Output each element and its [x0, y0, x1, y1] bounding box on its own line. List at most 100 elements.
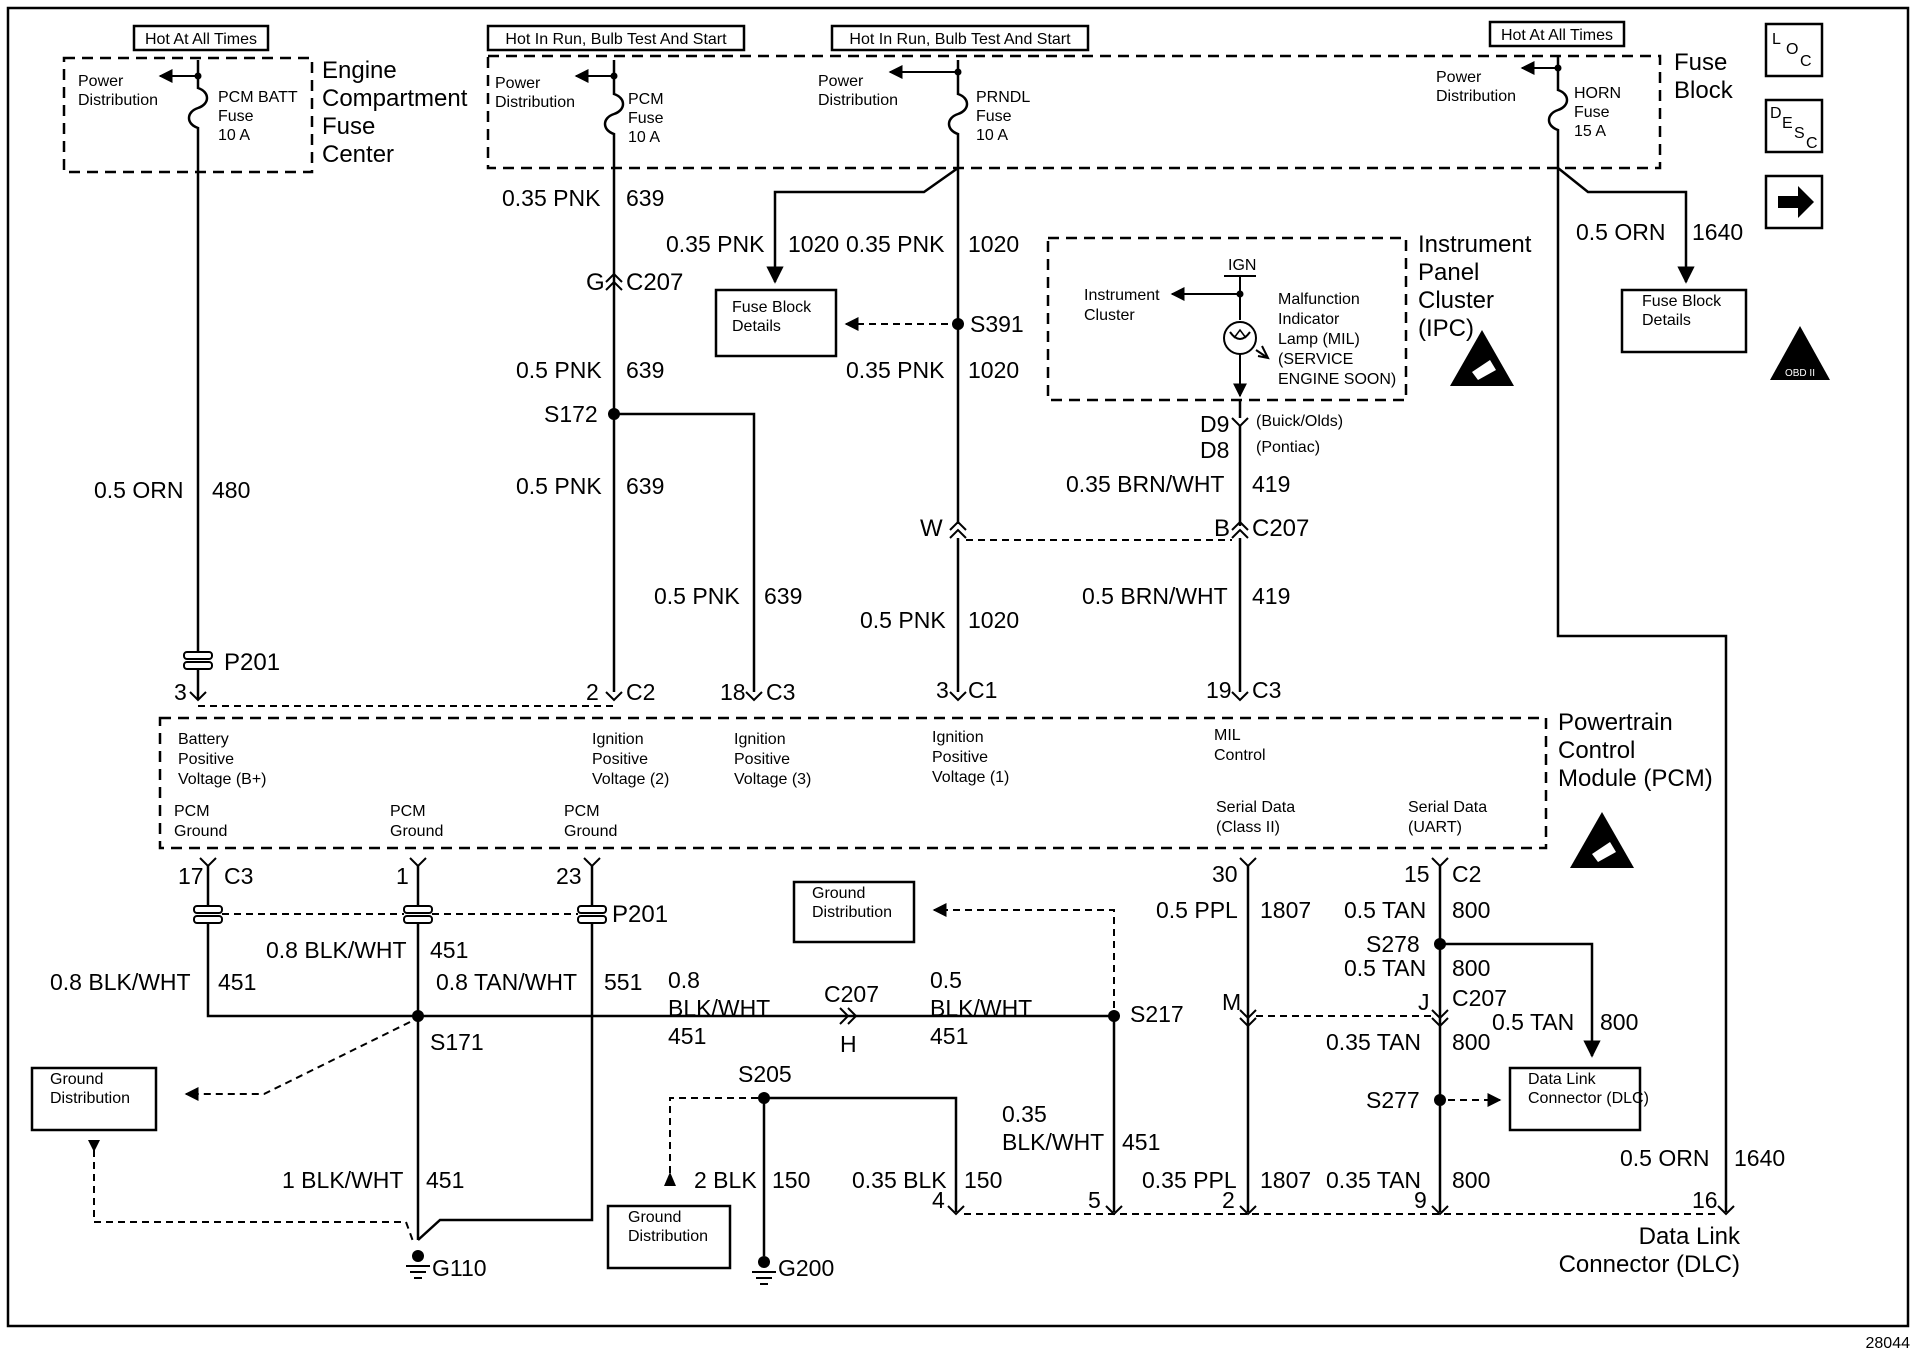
- wire-number: 480: [212, 477, 250, 503]
- blk-451-c207-right-label: 0.5 BLK/WHT 451: [930, 967, 1032, 1049]
- svg-text:3: 3: [936, 677, 949, 703]
- engine-fuse-center-title: Engine Compartment Fuse Center: [322, 57, 468, 168]
- svg-text:G200: G200: [778, 1255, 834, 1281]
- svg-text:Hot At All Times: Hot At All Times: [145, 31, 257, 48]
- svg-text:Battery: Battery: [178, 731, 229, 748]
- svg-text:0.5: 0.5: [930, 967, 962, 993]
- svg-text:Connector (DLC): Connector (DLC): [1559, 1251, 1740, 1278]
- wire-label: 0.5 TAN: [1344, 955, 1426, 981]
- wire-label: 0.5 PNK: [860, 607, 946, 633]
- wire-number: 639: [626, 473, 664, 499]
- horn-fuse-label: HORN Fuse 15 A: [1574, 85, 1621, 140]
- svg-text:OBD II: OBD II: [1785, 368, 1815, 379]
- svg-text:Indicator: Indicator: [1278, 311, 1340, 328]
- ground-distribution-box-left[interactable]: Ground Distribution: [30, 1066, 158, 1132]
- svg-text:Module (PCM): Module (PCM): [1558, 765, 1713, 792]
- svg-text:PCM: PCM: [174, 803, 210, 820]
- dlc-box[interactable]: Data Link Connector (DLC): [1508, 1066, 1649, 1132]
- g110-ground-icon: G110: [406, 1250, 487, 1281]
- splice-label: S205: [738, 1061, 792, 1087]
- svg-text:Control: Control: [1558, 737, 1635, 764]
- power-distribution-label-3: Power Distribution: [818, 73, 898, 109]
- svg-text:PCM: PCM: [564, 803, 600, 820]
- svg-text:Cluster: Cluster: [1418, 287, 1494, 314]
- power-distribution-label-1: Power Distribution: [78, 73, 158, 109]
- instrument-cluster-label: Instrument Cluster: [1084, 287, 1160, 324]
- fuse-block-details-box-left[interactable]: Fuse Block Details: [714, 288, 838, 358]
- svg-text:(UART): (UART): [1408, 819, 1462, 836]
- svg-text:Details: Details: [1642, 312, 1691, 329]
- svg-text:P201: P201: [612, 901, 668, 928]
- svg-text:Positive: Positive: [932, 749, 988, 766]
- svg-text:S: S: [1794, 125, 1805, 142]
- svg-text:15: 15: [1404, 861, 1430, 887]
- svg-text:2: 2: [586, 679, 599, 705]
- blk-451-c207-left-label: 0.8 BLK/WHT 451: [668, 967, 770, 1049]
- ground-distribution-box-bottom[interactable]: Ground Distribution: [606, 1204, 732, 1270]
- svg-text:451: 451: [930, 1023, 968, 1049]
- svg-text:Data Link: Data Link: [1528, 1071, 1597, 1088]
- svg-text:BLK/WHT: BLK/WHT: [930, 995, 1032, 1021]
- svg-text:(SERVICE: (SERVICE: [1278, 351, 1353, 368]
- tan-551-wire: [417, 866, 594, 1241]
- svg-text:Ground: Ground: [564, 823, 617, 840]
- fuse-block-details-box-right[interactable]: Fuse Block Details: [1620, 288, 1748, 354]
- svg-text:Hot In Run, Bulb Test And Star: Hot In Run, Bulb Test And Start: [505, 31, 727, 48]
- wire-number: 451: [218, 969, 256, 995]
- c207-connector-h: C207 H: [824, 981, 879, 1057]
- svg-text:Ground: Ground: [628, 1209, 681, 1226]
- mil-label: Malfunction Indicator Lamp (MIL) (SERVIC…: [1278, 291, 1396, 388]
- power-distribution-label-2: Power Distribution: [495, 75, 575, 111]
- svg-text:Fuse: Fuse: [1574, 104, 1610, 121]
- wire-number: 1020: [968, 231, 1019, 257]
- svg-text:C: C: [1800, 53, 1812, 70]
- blk-451-wire-17: [206, 866, 418, 1018]
- wire-number: 1020: [788, 231, 839, 257]
- ipc-title: Instrument Panel Cluster (IPC): [1418, 231, 1532, 342]
- pcm-title: Powertrain Control Module (PCM): [1558, 709, 1713, 792]
- pnk-639-wire: [603, 60, 625, 692]
- svg-text:M: M: [1222, 989, 1241, 1015]
- svg-text:C3: C3: [224, 863, 253, 889]
- wire-label: 0.8 BLK/WHT: [50, 969, 191, 995]
- c207-connector-w: W: [920, 515, 967, 542]
- wire-number: 150: [964, 1167, 1002, 1193]
- wire-label: 0.5 TAN: [1344, 897, 1426, 923]
- location-nav-icon[interactable]: L O C: [1764, 22, 1824, 78]
- pcm-pin-labels: Battery Positive Voltage (B+) Ignition P…: [174, 727, 1487, 840]
- svg-text:BLK/WHT: BLK/WHT: [1002, 1129, 1104, 1155]
- svg-text:MIL: MIL: [1214, 727, 1241, 744]
- ign-label: IGN: [1228, 257, 1256, 274]
- wire-label: 0.35 PPL: [1142, 1167, 1237, 1193]
- svg-text:G110: G110: [432, 1255, 487, 1281]
- svg-text:J: J: [1418, 989, 1430, 1015]
- orn-1640-wire: [1547, 56, 1728, 1212]
- connector-label: D8: [1200, 437, 1229, 463]
- svg-text:Cluster: Cluster: [1084, 307, 1135, 324]
- splice-label: S217: [1130, 1001, 1184, 1027]
- pcm-top-pins: 3 2 C2 18 C3 3 C1 19 C3: [174, 677, 1281, 705]
- svg-text:G: G: [586, 269, 605, 296]
- svg-text:Distribution: Distribution: [495, 94, 575, 111]
- svg-text:Engine: Engine: [322, 57, 397, 84]
- svg-text:18: 18: [720, 679, 746, 705]
- wire-label: 0.35 TAN: [1326, 1167, 1421, 1193]
- svg-text:Hot In Run, Bulb Test And Star: Hot In Run, Bulb Test And Start: [849, 31, 1071, 48]
- wire-number: 1640: [1734, 1145, 1785, 1171]
- svg-text:10 A: 10 A: [218, 127, 250, 144]
- svg-text:Control: Control: [1214, 747, 1266, 764]
- svg-text:Power: Power: [495, 75, 541, 92]
- svg-text:Power: Power: [1436, 69, 1482, 86]
- mil-lamp-icon: [1223, 321, 1270, 360]
- pcm-bottom-pins: 17 C3 1 23 30 15 C2: [178, 857, 1481, 889]
- svg-text:Ignition: Ignition: [592, 731, 644, 748]
- next-arrow-icon[interactable]: [1764, 174, 1824, 230]
- description-nav-icon[interactable]: D E S C: [1764, 98, 1824, 154]
- ground-distribution-box-top[interactable]: Ground Distribution: [792, 880, 916, 944]
- wire-label: 0.5 ORN: [1576, 219, 1665, 245]
- svg-text:2: 2: [1222, 1187, 1235, 1213]
- svg-text:Fuse: Fuse: [218, 108, 254, 125]
- svg-text:30: 30: [1212, 861, 1238, 887]
- wire-number: 1020: [968, 357, 1019, 383]
